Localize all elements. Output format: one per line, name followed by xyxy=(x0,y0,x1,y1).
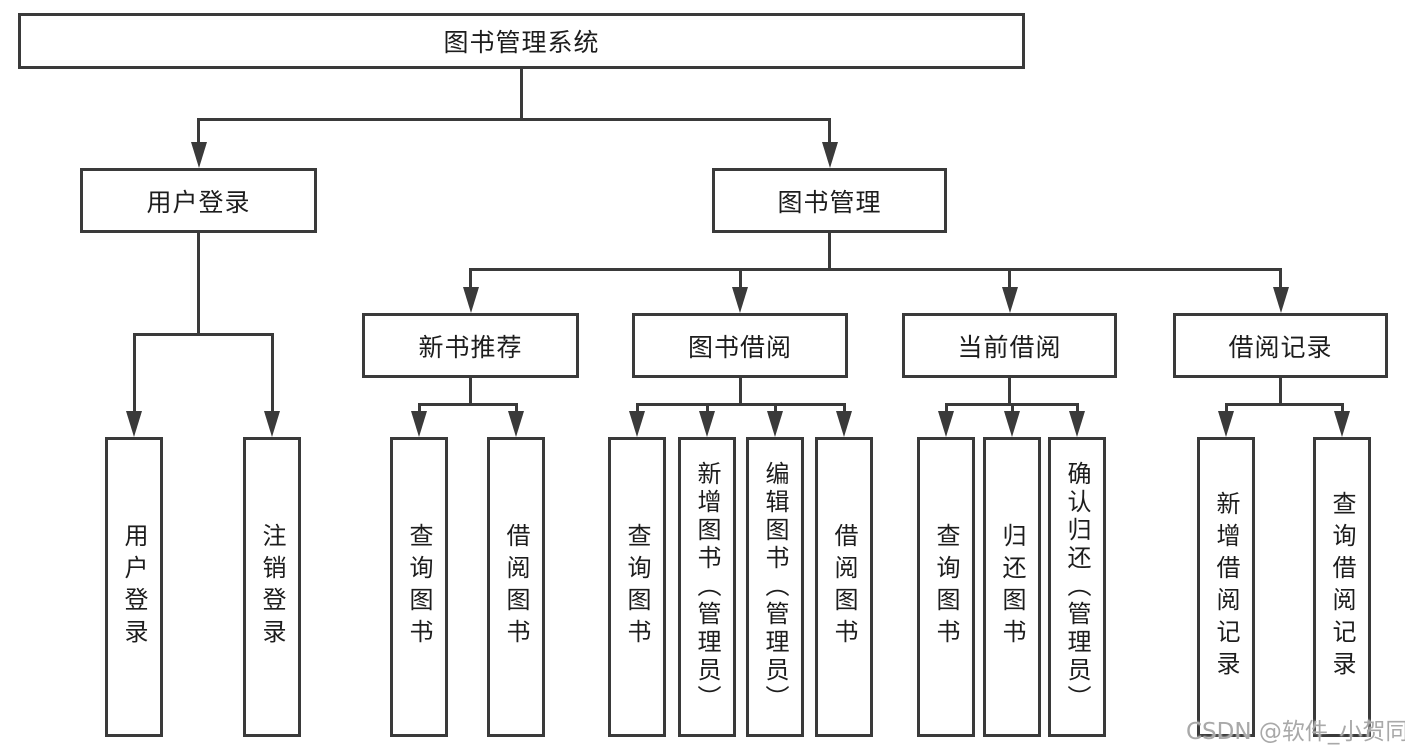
connector-line xyxy=(1279,268,1282,288)
connector-line xyxy=(738,378,742,406)
connector-line xyxy=(417,403,518,406)
connector-line xyxy=(635,403,846,406)
connector-line xyxy=(197,118,200,145)
node-label: 新书推荐 xyxy=(418,332,523,362)
leaf-logout: 注销登录 xyxy=(243,437,301,737)
connector-line xyxy=(828,233,831,271)
arrow-down-icon xyxy=(1001,287,1018,313)
connector-line xyxy=(773,403,777,413)
leaf-query-books-current: 查询图书 xyxy=(917,437,975,737)
leaf-edit-books-admin: 编辑图书（管理员） xyxy=(746,437,804,737)
leaf-add-books-admin: 新增图书（管理员） xyxy=(678,437,736,737)
connector-line xyxy=(944,403,948,413)
arrow-down-icon xyxy=(732,287,748,313)
connector-line xyxy=(705,403,709,413)
connector-line xyxy=(1010,403,1014,413)
connector-line xyxy=(1008,268,1011,288)
connector-line xyxy=(842,403,846,413)
arrow-down-icon xyxy=(1004,411,1020,437)
node-borrowing-records: 借阅记录 xyxy=(1173,313,1388,378)
leaf-add-borrow-record: 新增借阅记录 xyxy=(1197,437,1255,737)
arrow-down-icon xyxy=(190,142,207,168)
connector-line xyxy=(1008,378,1011,406)
connector-line xyxy=(417,403,421,413)
connector-line xyxy=(1224,403,1344,406)
arrow-down-icon xyxy=(411,411,427,437)
node-label: 用户登录 xyxy=(146,187,251,217)
leaf-return-books: 归还图书 xyxy=(983,437,1041,737)
connector-line xyxy=(270,333,274,413)
connector-line xyxy=(514,403,518,413)
arrow-down-icon xyxy=(1218,411,1234,437)
connector-line xyxy=(469,268,472,288)
connector-line xyxy=(132,333,274,336)
node-label: 图书借阅 xyxy=(687,332,792,362)
connector-line xyxy=(1340,403,1344,413)
leaf-confirm-return-admin: 确认归还（管理员） xyxy=(1048,437,1106,737)
arrow-down-icon xyxy=(767,411,783,437)
connector-line xyxy=(1224,403,1228,413)
node-library-management-system: 图书管理系统 xyxy=(18,13,1025,69)
arrow-down-icon xyxy=(508,411,524,437)
node-label: 图书管理 xyxy=(777,187,882,217)
leaf-borrow-books-recommend: 借阅图书 xyxy=(487,437,545,737)
leaf-user-login: 用户登录 xyxy=(105,437,163,737)
arrow-down-icon xyxy=(1334,411,1350,437)
arrow-down-icon xyxy=(264,411,280,437)
arrow-down-icon xyxy=(821,142,838,168)
connector-line xyxy=(469,268,1282,271)
arrow-down-icon xyxy=(836,411,852,437)
node-label: 借阅记录 xyxy=(1228,332,1333,362)
arrow-down-icon xyxy=(1272,287,1289,313)
connector-line xyxy=(738,268,742,288)
node-book-borrowing: 图书借阅 xyxy=(632,313,848,378)
connector-line xyxy=(519,69,523,121)
connector-line xyxy=(132,333,136,413)
arrow-down-icon xyxy=(126,411,142,437)
csdn-watermark: CSDN @软件_小贺同学 xyxy=(1186,719,1405,745)
connector-line xyxy=(197,118,831,121)
arrow-down-icon xyxy=(629,411,645,437)
node-current-borrowing: 当前借阅 xyxy=(902,313,1117,378)
connector-line xyxy=(469,378,472,406)
node-new-book-recommendation: 新书推荐 xyxy=(362,313,579,378)
leaf-query-books-recommend: 查询图书 xyxy=(390,437,448,737)
connector-line xyxy=(197,233,200,336)
arrow-down-icon xyxy=(462,287,479,313)
connector-line xyxy=(1279,378,1282,406)
connector-line xyxy=(828,118,831,145)
node-label: 当前借阅 xyxy=(957,332,1062,362)
node-label: 图书管理系统 xyxy=(443,28,600,57)
connector-line xyxy=(635,403,639,413)
node-book-management: 图书管理 xyxy=(712,168,947,233)
connector-line xyxy=(1075,403,1079,413)
arrow-down-icon xyxy=(938,411,954,437)
leaf-borrow-books-borrow: 借阅图书 xyxy=(815,437,873,737)
arrow-down-icon xyxy=(699,411,715,437)
arrow-down-icon xyxy=(1069,411,1085,437)
leaf-query-borrow-record: 查询借阅记录 xyxy=(1313,437,1371,737)
leaf-query-books-borrow: 查询图书 xyxy=(608,437,666,737)
node-user-login: 用户登录 xyxy=(80,168,317,233)
